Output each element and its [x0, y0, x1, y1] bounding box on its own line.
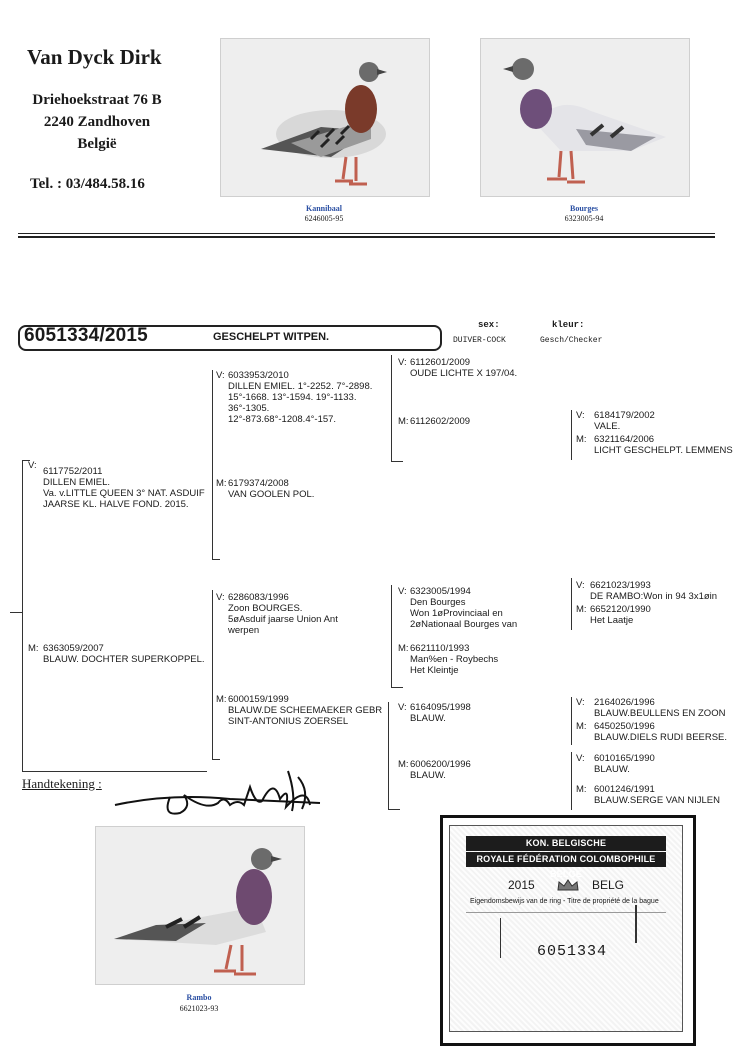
granddam-paternal: M: 6179374/2008 VAN GOOLEN POL.: [216, 478, 314, 511]
certificate-title-fr: ROYALE FÉDÉRATION COLOMBOPHILE BELGE: [466, 852, 666, 879]
gen4-mmvm: M: 6450250/1996 BLAUW.DIELS RUDI BEERSE.: [576, 721, 727, 754]
sire-text: 6117752/2011 DILLEN EMIEL. Va. v.LITTLE …: [43, 466, 205, 510]
certificate-line: [466, 912, 666, 913]
sire-label: V:: [28, 460, 37, 471]
mmmm-label: M:: [576, 784, 587, 795]
breeder-phone: Tel. : 03/484.58.16: [30, 176, 145, 192]
pigeon-image: [503, 58, 666, 184]
gsp-label: V:: [216, 370, 225, 381]
gdm-label: M:: [216, 694, 227, 705]
photo-kannibaal-ring: 6246005-95: [304, 214, 344, 223]
color-label: kleur:: [552, 320, 585, 330]
mvvv-label: V:: [576, 580, 585, 591]
header-rule-bottom: [18, 236, 715, 238]
dam-text: 6363059/2007 BLAUW. DOCHTER SUPERKOPPEL.: [43, 643, 205, 665]
ggs-vvv: V: 6112601/2009 OUDE LICHTE X 197/04.: [398, 357, 517, 390]
vvmv-text: 6184179/2002 VALE.: [594, 410, 655, 432]
ring-header-box: [18, 325, 442, 351]
photo-bourges: [480, 38, 690, 197]
certificate-mark-right: [635, 905, 637, 943]
signature-label: Handtekening :: [22, 776, 102, 791]
certificate-country: BELG: [592, 878, 625, 892]
gen4-vvmm: M: 6321164/2006 LICHT GESCHELPT. LEMMENS: [576, 434, 733, 467]
gdm-text: 6000159/1999 BLAUW.DE SCHEEMAEKER GEBR S…: [228, 694, 383, 727]
color-value: Gesch/Checker: [540, 336, 603, 345]
photo-bourges-name: Bourges: [570, 204, 598, 213]
granddam-maternal: M: 6000159/1999 BLAUW.DE SCHEEMAEKER GEB…: [216, 694, 382, 727]
photo-kannibaal: [220, 38, 430, 197]
breeder-country: België: [77, 136, 117, 152]
mmvm-text: 6450250/1996 BLAUW.DIELS RUDI BEERSE.: [594, 721, 728, 743]
certificate-number: 6051334: [537, 943, 608, 960]
certificate-mark-left: [500, 918, 501, 958]
mmmv-label: V:: [576, 753, 585, 764]
mmmm-text: 6001246/1991 BLAUW.SERGE VAN NIJLEN: [594, 784, 720, 806]
gsp-text: 6033953/2010 DILLEN EMIEL. 1°-2252. 7°-2…: [228, 370, 373, 425]
mvv-text: 6323005/1994 Den Bourges Won 1øProvincia…: [410, 586, 518, 630]
sex-label: sex:: [478, 320, 500, 330]
gsm-label: V:: [216, 592, 225, 603]
ggd-mmm: M: 6006200/1996 BLAUW.: [398, 759, 471, 792]
parent-sire: V: 6117752/2011 DILLEN EMIEL. Va. v.LITT…: [28, 460, 205, 510]
mvvm-label: M:: [576, 604, 587, 615]
certificate-year: 2015: [508, 878, 535, 892]
header-rule-top: [18, 233, 715, 234]
mmvv-text: 2164026/1996 BLAUW.BEULLENS EN ZOON: [594, 697, 726, 719]
mmv-label: V:: [398, 702, 407, 713]
photo-kannibaal-name: Kannibaal: [305, 204, 342, 213]
grandsire-paternal: V: 6033953/2010 DILLEN EMIEL. 1°-2252. 7…: [216, 370, 372, 425]
crown-icon: [557, 879, 579, 891]
breeder-name: Van Dyck Dirk: [27, 45, 162, 69]
breeder-street: Driehoekstraat 76 B: [32, 92, 162, 108]
photo-bourges-ring: 6323005-94: [564, 214, 604, 223]
ring-number: 6051334/2015: [24, 325, 148, 346]
vvmm-text: 6321164/2006 LICHT GESCHELPT. LEMMENS: [594, 434, 733, 456]
gsm-text: 6286083/1996 Zoon BOURGES. 5øAsduif jaar…: [228, 592, 338, 636]
mvm-label: M:: [398, 643, 409, 654]
certificate-title-nl: KON. BELGISCHE DUIVENLIEFHEBBERSBOND: [466, 836, 666, 863]
gen4-vvmv: V: 6184179/2002 VALE.: [576, 410, 655, 443]
photo-rambo-ring: 6621023-93: [179, 1004, 219, 1013]
gen4-mvvm: M: 6652120/1990 Het Laatje: [576, 604, 651, 637]
bird-description: GESCHELPT WITPEN.: [213, 331, 330, 343]
gdp-label: M:: [216, 478, 227, 489]
pigeon-image: [114, 848, 282, 976]
vvmm-label: M:: [576, 434, 587, 445]
mmm-label: M:: [398, 759, 409, 770]
parent-dam: M: 6363059/2007 BLAUW. DOCHTER SUPERKOPP…: [28, 643, 205, 676]
ggs-mvv: V: 6323005/1994 Den Bourges Won 1øProvin…: [398, 586, 517, 630]
dam-label: M:: [28, 643, 39, 654]
breeder-city: 2240 Zandhoven: [43, 114, 151, 130]
mvv-label: V:: [398, 586, 407, 597]
vvm-label: M:: [398, 416, 409, 427]
gen4-mmmv: V: 6010165/1990 BLAUW.: [576, 753, 655, 786]
certificate-ownership-label: Eigendomsbewijs van de ring - Titre de p…: [470, 898, 659, 905]
gdp-text: 6179374/2008 VAN GOOLEN POL.: [228, 478, 315, 500]
vvmv-label: V:: [576, 410, 585, 421]
pigeon-image: [261, 62, 387, 186]
mmm-text: 6006200/1996 BLAUW.: [410, 759, 471, 781]
gen4-mvvv: V: 6621023/1993 DE RAMBO:Won in 94 3x1øi…: [576, 580, 717, 613]
vvm-text: 6112602/2009: [410, 416, 471, 427]
mvvm-text: 6652120/1990 Het Laatje: [590, 604, 651, 626]
mmv-text: 6164095/1998 BLAUW.: [410, 702, 471, 724]
mmvm-label: M:: [576, 721, 587, 732]
mvm-text: 6621110/1993 Man%en - Roybechs Het Klein…: [410, 643, 499, 676]
photo-rambo: [95, 826, 305, 985]
gen4-mmvv: V: 2164026/1996 BLAUW.BEULLENS EN ZOON: [576, 697, 725, 730]
grandsire-maternal: V: 6286083/1996 Zoon BOURGES. 5øAsduif j…: [216, 592, 338, 636]
vvv-text: 6112601/2009 OUDE LICHTE X 197/04.: [410, 357, 518, 379]
ggs-mmv: V: 6164095/1998 BLAUW.: [398, 702, 471, 735]
signature-image: [114, 770, 321, 815]
ggd-vvm: M: 6112602/2009: [398, 416, 470, 449]
mmmv-text: 6010165/1990 BLAUW.: [594, 753, 655, 775]
mvvv-text: 6621023/1993 DE RAMBO:Won in 94 3x1øin: [590, 580, 718, 602]
vvv-label: V:: [398, 357, 407, 368]
ggd-mvm: M: 6621110/1993 Man%en - Roybechs Het Kl…: [398, 643, 498, 676]
gen4-mmmm: M: 6001246/1991 BLAUW.SERGE VAN NIJLEN: [576, 784, 720, 817]
photo-rambo-name: Rambo: [186, 993, 212, 1002]
sex-value: DUIVER-COCK: [453, 336, 506, 345]
mmvv-label: V:: [576, 697, 585, 708]
